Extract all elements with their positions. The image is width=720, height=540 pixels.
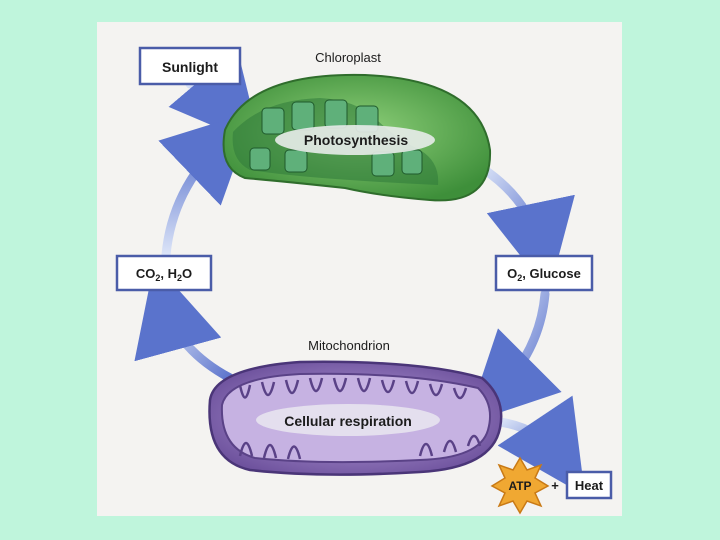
atp-label: ATP (508, 479, 531, 493)
plus-sign: + (551, 478, 559, 493)
chloroplast-title: Chloroplast (315, 50, 381, 65)
heat-label: Heat (575, 478, 604, 493)
chloroplast-illustration (222, 73, 492, 202)
arrow-chloroplast-to-o2 (477, 163, 575, 293)
arrow-mitochondrion-to-co2 (134, 262, 235, 383)
o2-glucose-box: O2, Glucose (494, 254, 594, 292)
sunlight-box: Sunlight (138, 46, 242, 86)
o2-glucose-label: O2, Glucose (507, 266, 581, 283)
photosynthesis-label: Photosynthesis (304, 132, 408, 148)
cycle-arrows (134, 48, 585, 496)
arrow-o2-to-mitochondrion (466, 289, 562, 424)
arrow-sunlight-to-chloroplast (168, 48, 262, 147)
cellular-respiration-label: Cellular respiration (284, 413, 412, 429)
co2-h2o-label: CO2, H2O (136, 266, 192, 283)
arrow-co2-to-chloroplast (158, 110, 255, 260)
sunlight-label: Sunlight (162, 59, 218, 75)
heat-box: Heat (565, 470, 613, 500)
co2-h2o-box: CO2, H2O (115, 254, 213, 292)
mitochondrion-title: Mitochondrion (308, 338, 390, 353)
arrow-mitochondrion-to-heat (495, 395, 585, 496)
mitochondrion-illustration (208, 360, 503, 476)
atp-star: ATP (490, 456, 550, 515)
